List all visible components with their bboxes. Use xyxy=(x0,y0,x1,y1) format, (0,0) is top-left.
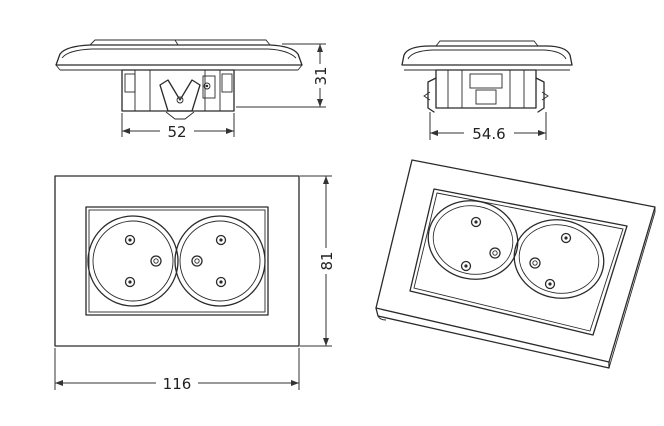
socket-right xyxy=(174,215,266,307)
dimension-label-54-6: 54.6 xyxy=(472,125,505,143)
dimension-81: 81 xyxy=(300,175,336,347)
dimension-52: 52 xyxy=(121,113,235,141)
socket-left xyxy=(87,215,179,307)
dimension-31: 31 xyxy=(236,43,330,108)
dimension-label-52: 52 xyxy=(167,123,186,141)
dimension-54-6: 54.6 xyxy=(429,112,547,143)
dimension-label-116: 116 xyxy=(163,375,192,393)
front-view xyxy=(54,175,300,347)
side-view-lateral xyxy=(401,40,573,113)
dimension-label-31: 31 xyxy=(312,66,330,85)
dimension-116: 116 xyxy=(54,348,300,393)
socket-right-iso xyxy=(513,219,605,299)
dimension-label-81: 81 xyxy=(318,251,336,270)
socket-left-iso xyxy=(427,200,519,280)
side-view-front xyxy=(55,39,303,120)
isometric-view xyxy=(375,159,656,369)
